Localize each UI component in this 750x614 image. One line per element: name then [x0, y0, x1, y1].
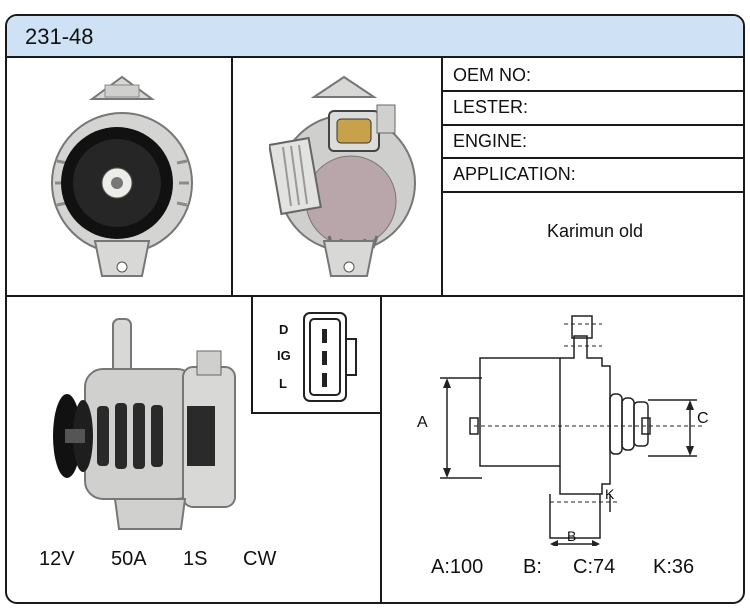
- dimension-label-a: A: [417, 414, 428, 431]
- engine-row: ENGINE:: [443, 126, 743, 159]
- divider: [441, 58, 443, 296]
- dimension-a-value: A:100: [431, 556, 484, 578]
- divider: [380, 296, 382, 602]
- application-value: Karimun old: [546, 221, 644, 241]
- alternator-front-image: [51, 75, 193, 277]
- dimension-label-k: K: [605, 486, 615, 502]
- alternator-rear-image: [269, 75, 416, 277]
- divider: [7, 295, 743, 297]
- connector-box: [251, 296, 381, 414]
- alternator-side-image: [53, 318, 236, 530]
- application-row: APPLICATION:: [443, 159, 743, 193]
- oem-label: OEM NO:: [453, 65, 532, 85]
- dimension-b-value: B:: [523, 556, 542, 578]
- part-number: 231-48: [25, 24, 94, 49]
- connector-plug-icon: [303, 312, 357, 402]
- pin-label-l: L: [279, 376, 287, 391]
- rotation-direction: CW: [243, 548, 277, 570]
- divider: [231, 58, 233, 296]
- pin-label-ig: IG: [277, 348, 291, 363]
- voltage-rating: 12V: [39, 548, 75, 570]
- dimension-diagram: [440, 315, 702, 546]
- oem-row: OEM NO:: [443, 60, 743, 92]
- product-card: 231-48 OEM NO: LESTER: ENGINE: APPLICATI…: [5, 14, 745, 604]
- lester-label: LESTER:: [453, 97, 529, 117]
- dimension-label-b: B: [567, 528, 577, 544]
- engine-label: ENGINE:: [453, 131, 528, 151]
- dimension-label-c: C: [697, 410, 709, 427]
- pulley-type: 1S: [183, 548, 208, 570]
- dimension-c-value: C:74: [573, 556, 616, 578]
- dimension-k-value: K:36: [653, 556, 695, 578]
- pin-label-d: D: [279, 322, 289, 337]
- application-label: APPLICATION:: [453, 164, 576, 184]
- amperage-rating: 50A: [111, 548, 147, 570]
- header-bar: 231-48: [7, 16, 743, 58]
- lester-row: LESTER:: [443, 92, 743, 126]
